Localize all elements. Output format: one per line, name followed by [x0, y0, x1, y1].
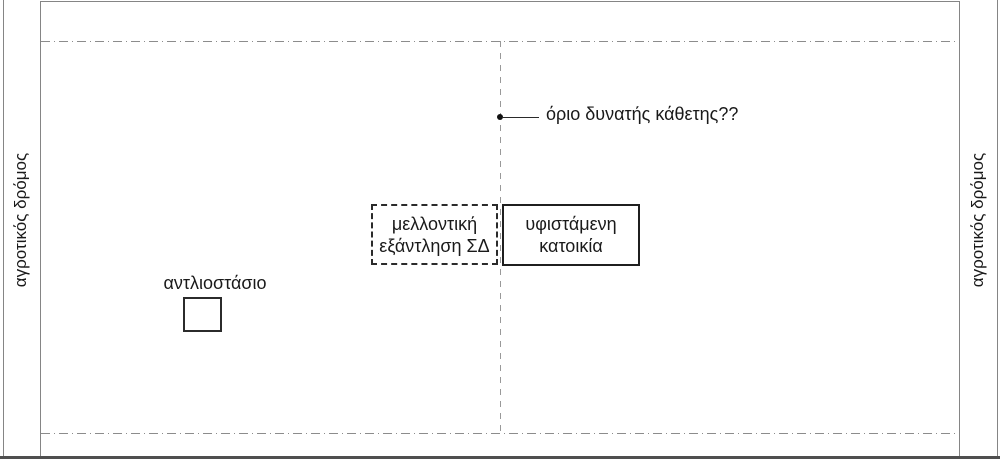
future-box-line1: μελλοντική: [391, 213, 478, 234]
center-boundary-dashed-line: [500, 41, 501, 433]
existing-residence-box: υφιστάμενη κατοικία: [502, 204, 640, 266]
bottom-setback-dashed-line: [41, 433, 959, 434]
right-road-inner-line: [959, 1, 960, 456]
boundary-note-label: όριο δυνατής κάθετης??: [546, 104, 739, 124]
top-boundary-line: [40, 1, 960, 2]
left-road-outer-line: [3, 0, 4, 456]
road-label-right: αγροτικός δρόμος: [968, 152, 987, 288]
existing-box-line1: υφιστάμενη: [525, 214, 617, 234]
boundary-point-marker: [497, 114, 503, 120]
pump-station-label: αντλιοστάσιο: [163, 273, 267, 293]
annotation-leader-line: [503, 117, 539, 118]
existing-box-line2: κατοικία: [539, 236, 603, 256]
road-label-left: αγροτικός δρόμος: [11, 152, 30, 288]
bottom-boundary-band: [0, 456, 1000, 459]
right-road-outer-line: [997, 0, 998, 456]
left-road-inner-line: [40, 1, 41, 456]
pump-station-square: [183, 297, 222, 332]
future-exploitation-box: μελλοντική εξάντληση ΣΔ: [371, 204, 498, 265]
future-box-line2: εξάντληση ΣΔ: [379, 235, 490, 256]
